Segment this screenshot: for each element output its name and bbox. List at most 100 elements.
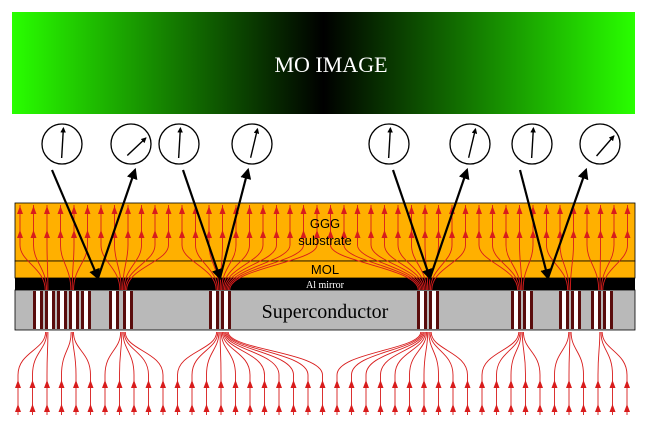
flux-arrow-icon [102, 380, 108, 388]
analyzer-2-dial [110, 123, 152, 165]
flux-line [124, 205, 156, 291]
flux-arrow-icon [489, 206, 496, 214]
flux-arrow-icon [314, 230, 320, 238]
flux-line [351, 331, 423, 415]
flux-line [394, 331, 426, 415]
flux-line [521, 331, 526, 415]
flux-line [225, 331, 294, 415]
flux-arrow-icon [450, 380, 456, 388]
flux-arrow-icon [125, 206, 131, 214]
flux-line [586, 205, 600, 291]
flux-line [519, 205, 523, 291]
light-rays [50, 167, 589, 281]
flux-arrow-icon [327, 206, 334, 214]
flux-line [397, 205, 426, 291]
flux-arrow-icon [580, 380, 587, 388]
flux-arrow-icon [260, 230, 266, 238]
flux-line [123, 331, 149, 415]
flux-line [17, 331, 47, 415]
flux-line [380, 331, 425, 415]
flux-arrow-icon [247, 404, 253, 412]
superconductor-label: Superconductor [262, 301, 389, 323]
flux-arrow-icon [363, 380, 369, 388]
flux-arrow-icon [131, 380, 137, 388]
polarization-arrow-icon [177, 126, 183, 159]
flux-line [554, 331, 570, 415]
flux-arrow-icon [290, 404, 297, 412]
flux-line [478, 205, 519, 291]
incident-ray [50, 169, 100, 281]
flux-arrow-icon [408, 230, 415, 238]
flux-arrow-icon [218, 380, 224, 388]
flux-line [206, 331, 220, 415]
flux-line [429, 331, 454, 415]
flux-line [126, 205, 169, 291]
magnetic-flux-lines [15, 205, 631, 415]
flux-arrow-icon [17, 230, 23, 238]
flux-line [46, 205, 49, 291]
flux-line [33, 205, 47, 291]
flux-line [343, 205, 421, 291]
flux-line [61, 331, 72, 415]
polarization-arrow-icon [126, 137, 147, 157]
flux-line [191, 331, 219, 415]
vortex-core-center [36, 291, 40, 329]
analyzer-circle [110, 123, 152, 165]
flux-line [226, 205, 291, 291]
reflected-ray [428, 167, 470, 279]
flux-line [19, 205, 46, 291]
flux-arrow-icon [537, 380, 543, 388]
flux-arrow-icon [273, 206, 280, 214]
flux-arrow-icon [557, 206, 563, 214]
flux-line [370, 205, 423, 291]
incident-ray [181, 169, 223, 281]
flux-arrow-icon [422, 206, 428, 214]
flux-arrow-icon [334, 404, 340, 412]
flux-arrow-icon [508, 404, 514, 412]
vortex-core-center [48, 291, 52, 329]
polarization-arrow-icon [249, 127, 260, 158]
vortex-core-center [606, 291, 610, 329]
flux-arrow-icon [479, 380, 485, 388]
flux-arrow-icon [44, 380, 50, 388]
flux-arrow-icon [479, 404, 485, 412]
flux-arrow-icon [408, 206, 415, 214]
flux-arrow-icon [489, 230, 496, 238]
polarization-arrow-icon [387, 126, 393, 159]
flux-arrow-icon [276, 380, 282, 388]
flux-arrow-icon [557, 230, 563, 238]
flux-arrow-icon [300, 230, 307, 238]
flux-line [510, 331, 522, 415]
incident-ray [391, 169, 433, 281]
flux-line [522, 205, 534, 291]
vortex-core-center [212, 291, 216, 329]
flux-arrow-icon [449, 230, 455, 238]
flux-arrow-icon [503, 206, 509, 214]
vortex-core-center [112, 291, 116, 329]
flux-line [223, 331, 265, 415]
flux-arrow-icon [392, 380, 398, 388]
flux-line [177, 331, 218, 415]
vortex-core-center [432, 291, 436, 329]
flux-arrow-icon [174, 380, 181, 388]
flux-line [336, 331, 422, 415]
flux-arrow-icon [624, 380, 630, 388]
flux-line [123, 205, 142, 291]
flux-line [409, 331, 427, 415]
analyzer-4-dial [231, 123, 273, 165]
flux-line [226, 331, 309, 415]
flux-arrow-icon [138, 230, 145, 238]
flux-arrow-icon [233, 230, 239, 238]
vortex-core-center [72, 291, 76, 329]
flux-line [330, 205, 419, 291]
flux-arrow-icon [566, 404, 572, 412]
flux-arrow-icon [462, 230, 469, 238]
flux-arrow-icon [334, 380, 340, 388]
flux-arrow-icon [160, 380, 166, 388]
flux-arrow-icon [58, 404, 65, 412]
flux-arrow-icon [368, 206, 374, 214]
flux-arrow-icon [125, 230, 131, 238]
flux-line [219, 331, 222, 415]
flux-arrow-icon [189, 404, 195, 412]
analyzer-circle [449, 123, 491, 165]
